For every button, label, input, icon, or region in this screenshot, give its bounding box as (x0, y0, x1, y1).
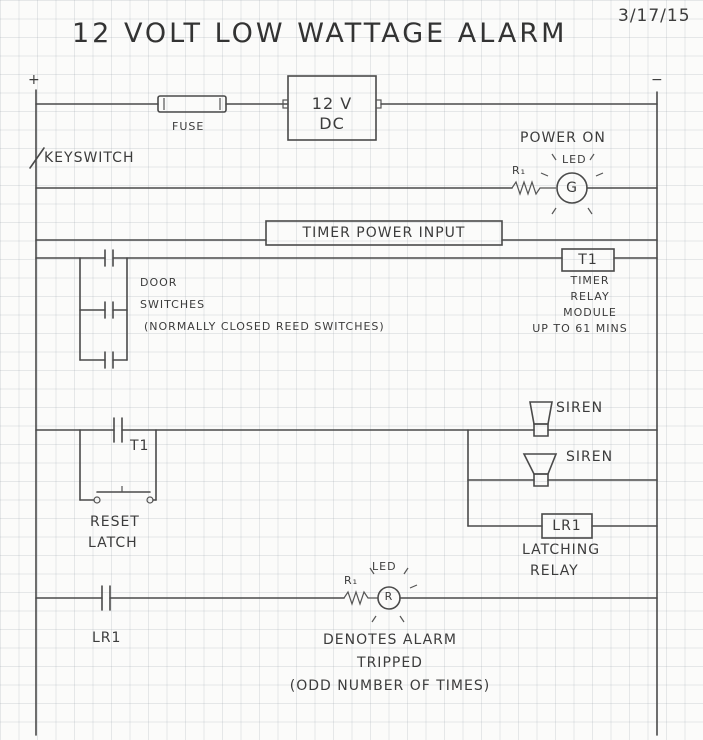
supply-voltage-label: 12 V (311, 94, 353, 113)
keyswitch-label: KEYSWITCH (44, 150, 135, 166)
timer-range-label: UP TO 61 MINS (532, 322, 628, 335)
t1-contact-label: T1 (130, 438, 150, 454)
supply-type-label: DC (319, 114, 345, 133)
rung-timer-power (35, 220, 658, 246)
resistor-r1-top (511, 180, 556, 196)
timer-label: TIMER (570, 274, 610, 287)
negative-rail-label: − (651, 72, 664, 88)
rung-keyswitch (29, 147, 658, 215)
alarm-note-line1: DENOTES ALARM (323, 632, 457, 648)
relay-label: RELAY (570, 290, 610, 303)
rung-door-switches (35, 248, 658, 369)
reset-label: RESET (90, 514, 140, 530)
keyswitch-symbol (29, 147, 45, 169)
power-led-label: LED (562, 153, 587, 166)
latch-label: LATCH (88, 535, 138, 551)
resistor-r1-bottom (343, 590, 378, 606)
red-led-letter: R (384, 590, 394, 603)
switches-label: SWITCHES (140, 298, 206, 311)
rung-supply (35, 75, 658, 141)
latching-label: LATCHING (522, 542, 601, 558)
green-led-letter: G (566, 180, 578, 196)
module-label: MODULE (563, 306, 617, 319)
fuse-symbol (157, 95, 227, 113)
timer-power-input-label: TIMER POWER INPUT (302, 225, 466, 241)
reed-switches-note: (NORMALLY CLOSED REED SWITCHES) (144, 320, 385, 333)
alarm-led-label: LED (372, 560, 397, 573)
alarm-note-line3: (ODD NUMBER OF TIMES) (289, 678, 491, 694)
door-label: DOOR (140, 276, 178, 289)
alarm-note-line2: TRIPPED (357, 655, 423, 671)
power-on-label: POWER ON (520, 130, 606, 146)
timer-power-input-box (265, 220, 503, 246)
power-resistor-label: R₁ (512, 164, 527, 177)
alarm-resistor-label: R₁ (344, 574, 359, 587)
siren-1-symbol (533, 423, 549, 437)
diagram-title: 12 VOLT LOW WATTAGE ALARM (72, 18, 568, 49)
rung-alarm-indicator (35, 567, 658, 623)
positive-rail-label: + (28, 72, 41, 88)
timer-relay-coil (561, 248, 615, 272)
siren-1-label: SIREN (556, 400, 604, 416)
latching-relay-label: RELAY (530, 563, 579, 579)
rung-alarm (35, 401, 658, 539)
lr1-contact-label: LR1 (92, 630, 122, 646)
reset-latch-switch (93, 496, 101, 504)
siren-2-label: SIREN (566, 449, 614, 465)
diagram-date: 3/17/15 (618, 6, 691, 26)
siren-2-symbol (533, 473, 549, 487)
fuse-label: FUSE (172, 120, 205, 133)
timer-relay-coil-label: T1 (578, 252, 598, 268)
latching-relay-coil-label: LR1 (552, 518, 582, 534)
